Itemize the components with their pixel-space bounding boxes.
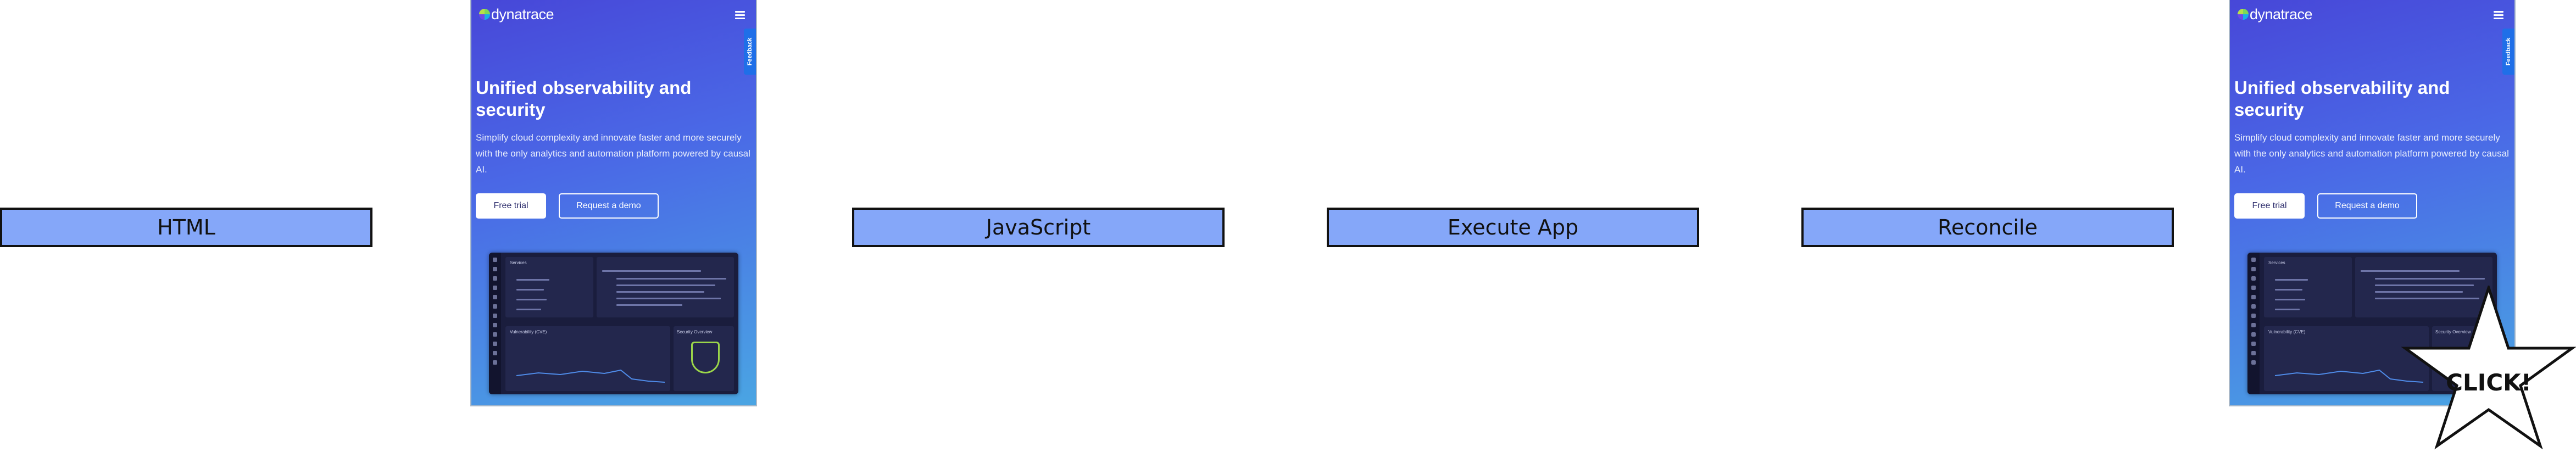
step-html-label: HTML (157, 215, 215, 239)
hero-subtitle: Simplify cloud complexity and innovate f… (2234, 132, 2509, 175)
star-icon (2401, 283, 2576, 450)
dashboard-panel-a: Services (505, 257, 593, 317)
panel-a-title: Services (2268, 260, 2285, 265)
feedback-label: Feedback (747, 37, 753, 66)
vulnerability-trend-line (2274, 369, 2424, 383)
dashboard-panel-b: Vulnerability (CVE) (505, 326, 670, 391)
dashboard-panel-a: Services (2264, 257, 2352, 317)
site-header: dynatrace (479, 5, 748, 25)
click-star: CLICK! (2395, 283, 2576, 467)
panel-b-title: Vulnerability (CVE) (2268, 330, 2306, 334)
website-screenshot-before: dynatrace Feedback Unified observability… (470, 0, 757, 406)
step-reconcile-box: Reconcile (1801, 208, 2174, 247)
request-demo-button[interactable]: Request a demo (2317, 193, 2417, 219)
hamburger-menu-icon[interactable] (2494, 11, 2503, 19)
request-demo-button[interactable]: Request a demo (559, 193, 659, 219)
hamburger-menu-icon[interactable] (735, 11, 745, 19)
step-execute-app-box: Execute App (1327, 208, 1699, 247)
click-label: CLICK! (2446, 369, 2532, 396)
panel-b-title: Vulnerability (CVE) (510, 330, 547, 334)
site-logo-text: dynatrace (491, 6, 554, 23)
dynatrace-logo-icon (479, 9, 490, 20)
step-html-box: HTML (0, 208, 372, 247)
hero-subtitle: Simplify cloud complexity and innovate f… (476, 132, 750, 175)
step-reconcile-label: Reconcile (1938, 215, 2038, 239)
feedback-tab[interactable]: Feedback (744, 29, 756, 75)
hero-title: Unified observability and security (476, 77, 692, 120)
hero-title: Unified observability and security (2234, 77, 2450, 120)
step-execute-app-label: Execute App (1447, 215, 1579, 239)
free-trial-button[interactable]: Free trial (476, 193, 546, 219)
site-logo-text: dynatrace (2250, 6, 2313, 23)
feedback-tab[interactable]: Feedback (2502, 29, 2514, 75)
dashboard-preview-image: Services Vulnerability (CVE) Security Ov… (489, 253, 738, 394)
vulnerability-trend-line (516, 369, 665, 383)
panel-c-title: Security Overview (2435, 330, 2471, 334)
security-shield-icon (691, 342, 720, 373)
panel-a-title: Services (510, 260, 527, 265)
free-trial-button[interactable]: Free trial (2234, 193, 2305, 219)
step-javascript-box: JavaScript (852, 208, 1225, 247)
site-header: dynatrace (2238, 5, 2507, 25)
panel-c-title: Security Overview (677, 330, 713, 334)
dynatrace-logo-icon (2238, 9, 2249, 20)
feedback-label: Feedback (2505, 37, 2512, 66)
dashboard-sidebar (2247, 253, 2260, 394)
step-javascript-label: JavaScript (986, 215, 1091, 239)
dashboard-panel-log (2355, 257, 2492, 317)
dashboard-panel-c: Security Overview (674, 326, 734, 391)
dashboard-panel-log (597, 257, 734, 317)
dashboard-panel-b: Vulnerability (CVE) (2264, 326, 2429, 391)
dashboard-sidebar (489, 253, 501, 394)
